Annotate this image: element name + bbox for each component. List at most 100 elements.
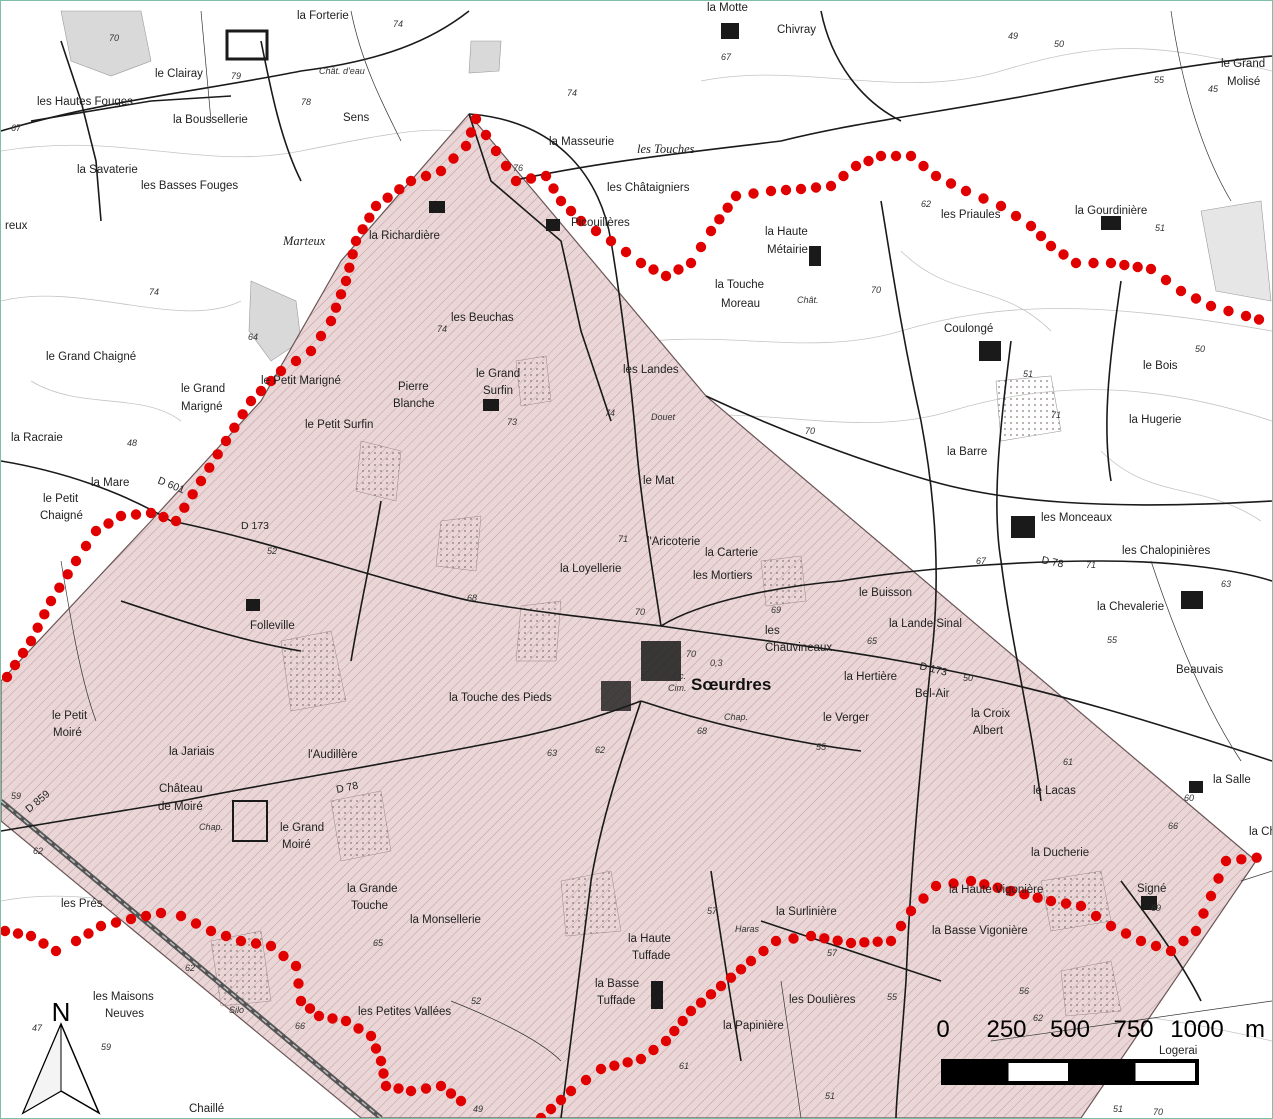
boundary-dot [325, 315, 337, 327]
boundary-dot [405, 175, 417, 187]
boundary-dot [229, 422, 240, 433]
boundary-dot [555, 1094, 567, 1106]
spot-height: 67 [976, 556, 987, 566]
place-label: la Loyellerie [560, 563, 621, 575]
place-label: les Basses Fouges [141, 180, 238, 192]
boundary-dot [448, 153, 459, 164]
spot-height: 70 [1153, 1107, 1163, 1117]
place-label: Albert [973, 725, 1004, 737]
place-label: Neuves [105, 1008, 144, 1020]
place-label: la Jariais [169, 746, 215, 758]
place-label: les Châtaigniers [607, 182, 690, 194]
scale-tick-label: 0 [936, 1016, 949, 1043]
place-label: Tuffade [597, 995, 635, 1007]
boundary-dot [859, 937, 870, 948]
boundary-dot [930, 170, 942, 182]
spot-height: 65 [373, 938, 384, 948]
scale-segment [941, 1059, 1009, 1085]
boundary-dot [735, 964, 747, 975]
boundary-dot [130, 509, 142, 520]
spot-height: 67 [11, 123, 22, 133]
boundary-dot [237, 409, 248, 420]
boundary-dot [1060, 898, 1072, 909]
place-label: le Bois [1143, 360, 1178, 372]
boundary-dot [445, 1088, 457, 1099]
boundary-dot [370, 200, 382, 212]
boundary-dot [170, 515, 182, 527]
scale-segment [1068, 1059, 1136, 1085]
boundary-dot [845, 937, 857, 949]
place-label: la Monsellerie [410, 914, 481, 926]
place-label: Coulongé [944, 323, 993, 335]
boundary-dot [832, 935, 843, 946]
boundary-dot [315, 330, 327, 342]
boundary-dot [1090, 910, 1102, 922]
boundary-dot [945, 178, 957, 189]
place-label: Signé [1137, 883, 1166, 895]
road-label: D 601 [156, 475, 187, 497]
boundary-dot [140, 910, 152, 922]
place-label: Bel-Air [915, 688, 950, 700]
boundary-dot [1119, 259, 1130, 271]
boundary-dot [1019, 889, 1030, 900]
boundary-dot [1045, 240, 1057, 252]
spot-height: 55 [1107, 635, 1118, 645]
place-label: Chap. [199, 822, 223, 832]
boundary-dot [330, 302, 342, 313]
boundary-dot [175, 910, 187, 922]
boundary-dot [695, 241, 707, 253]
place-label: la Boussellerie [173, 114, 248, 126]
place-label: Beauvais [1176, 664, 1224, 676]
boundary-dot [357, 224, 368, 235]
spot-height: 62 [1033, 1013, 1043, 1023]
boundary-dot [235, 935, 247, 947]
boundary-dot [212, 449, 223, 460]
place-label: le Petit [43, 493, 79, 505]
boundary-dot [80, 540, 92, 552]
road-network [1, 10, 1272, 1118]
place-label: le Petit Surfin [305, 419, 373, 431]
place-label: le Clairay [155, 68, 203, 80]
spot-height: 66 [295, 1021, 305, 1031]
spot-height: 71 [1086, 560, 1096, 570]
spot-height: 71 [618, 534, 628, 544]
place-label: le Grand [181, 383, 225, 395]
boundary-dot [1088, 257, 1099, 269]
boundary-dot [70, 935, 82, 947]
boundary-dot [622, 1057, 633, 1068]
boundary-dot [1005, 885, 1017, 897]
boundary-dot [460, 140, 472, 152]
boundary-dot [1, 925, 11, 937]
study-area-polygon[interactable] [1, 113, 1257, 1118]
place-label: le Grand Chaigné [46, 351, 136, 363]
boundary-dot [1045, 895, 1057, 907]
boundary-dot [992, 882, 1003, 893]
boundary-dot [62, 569, 73, 580]
road-label: D 173 [241, 520, 269, 532]
boundary-dot [220, 435, 232, 447]
boundary-dot [1105, 920, 1117, 932]
place-label: la Haute [628, 933, 671, 945]
boundary-dot [12, 928, 24, 939]
place-label: Blanche [393, 398, 435, 410]
place-label: Surfin [483, 385, 513, 397]
spot-height: 57 [827, 948, 838, 958]
boundary-dot [780, 184, 792, 196]
place-label: Cim. [668, 683, 687, 693]
boundary-dot [1070, 257, 1082, 269]
place-label: la Surlinière [776, 906, 837, 918]
boundary-dot [305, 345, 317, 357]
boundary-dot [995, 200, 1007, 212]
place-label: les Chalopinières [1122, 545, 1210, 557]
woodland-areas [60, 10, 1272, 442]
place-label: la Basse Vigonière [932, 925, 1028, 937]
boundary-dot [905, 905, 917, 917]
place-label: la Mare [91, 477, 129, 489]
boundary-dotted-lines [1, 113, 1265, 1118]
place-label: Molisé [1227, 76, 1260, 88]
place-label: Chauvineaux [765, 642, 832, 654]
boundary-dot [714, 214, 725, 225]
spot-height: 57 [707, 906, 718, 916]
